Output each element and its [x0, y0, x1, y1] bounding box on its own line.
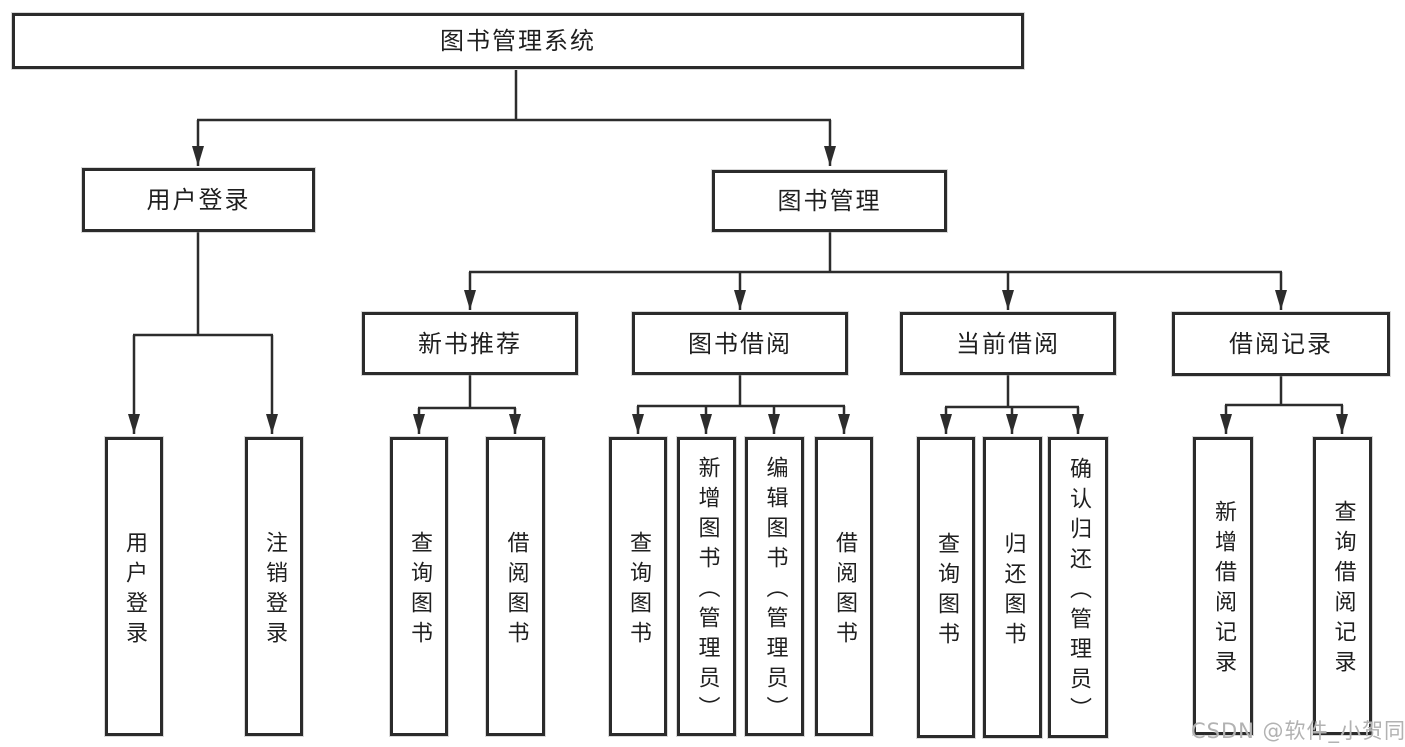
node-query-books-borrowing: 查询图书: [609, 437, 667, 736]
node-return-books: 归还图书: [983, 437, 1042, 738]
node-query-books-current: 查询图书: [917, 437, 975, 738]
node-borrow-books-leaf: 借阅图书: [815, 437, 873, 736]
node-book-management: 图书管理: [712, 170, 947, 232]
node-edit-books-admin: 编辑图书（管理员）: [745, 437, 804, 736]
watermark-text: CSDN @软件_小贺同学: [1191, 719, 1405, 743]
node-borrow-books-recommend: 借阅图书: [486, 437, 545, 736]
node-book-borrowing: 图书借阅: [632, 312, 848, 375]
node-user-login: 用户登录: [82, 168, 315, 232]
node-confirm-return-admin: 确认归还（管理员）: [1048, 437, 1108, 738]
node-new-book-recommendation: 新书推荐: [362, 312, 578, 375]
node-query-books-recommend: 查询图书: [390, 437, 448, 736]
node-logout-leaf: 注销登录: [245, 437, 303, 736]
node-add-borrow-record: 新增借阅记录: [1193, 437, 1253, 735]
node-query-borrow-record: 查询借阅记录: [1313, 437, 1372, 735]
node-current-borrowing: 当前借阅: [900, 312, 1116, 375]
node-system-root: 图书管理系统: [12, 13, 1024, 69]
node-add-books-admin: 新增图书（管理员）: [677, 437, 736, 736]
node-borrowing-records: 借阅记录: [1172, 312, 1390, 376]
node-user-login-leaf: 用户登录: [105, 437, 163, 736]
